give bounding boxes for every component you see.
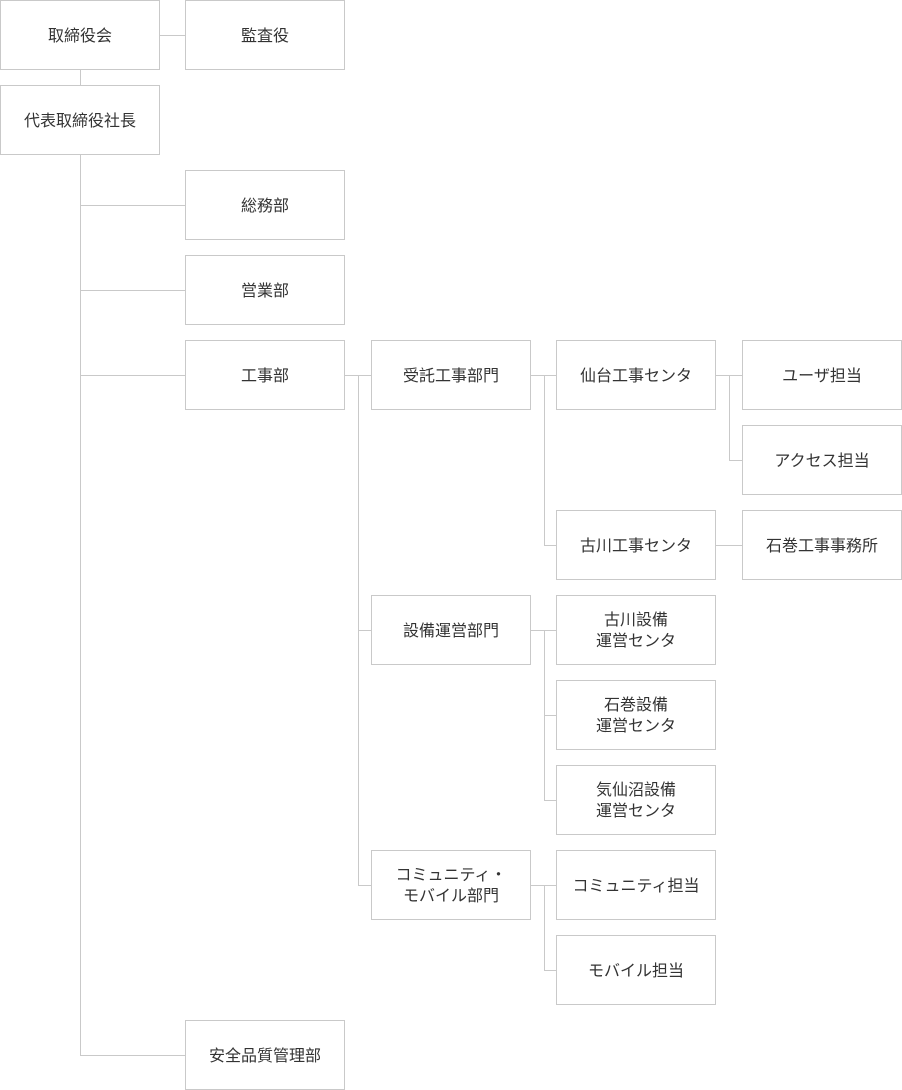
org-node-auditor[interactable]: 監査役	[185, 0, 345, 70]
org-node-sendai-center[interactable]: 仙台工事センタ	[556, 340, 716, 410]
org-node-board[interactable]: 取締役会	[0, 0, 160, 70]
org-node-ishinomaki-office[interactable]: 石巻工事事務所	[742, 510, 902, 580]
connector-line	[544, 715, 557, 716]
connector-line	[80, 1055, 186, 1056]
connector-line	[729, 460, 742, 461]
connector-line	[80, 290, 186, 291]
org-node-community-support[interactable]: コミュニティ担当	[556, 850, 716, 920]
connector-line	[80, 375, 186, 376]
connector-line	[530, 885, 557, 886]
org-node-mobile-support[interactable]: モバイル担当	[556, 935, 716, 1005]
connector-line	[729, 375, 730, 461]
org-node-furukawa-center[interactable]: 古川工事センタ	[556, 510, 716, 580]
connector-line	[544, 800, 557, 801]
connector-line	[80, 205, 186, 206]
connector-line	[358, 630, 371, 631]
connector-line	[530, 630, 557, 631]
org-node-furukawa-facility[interactable]: 古川設備 運営センタ	[556, 595, 716, 665]
connector-line	[530, 375, 557, 376]
connector-line	[544, 970, 557, 971]
connector-line	[358, 885, 371, 886]
org-node-user-support[interactable]: ユーザ担当	[742, 340, 902, 410]
connector-line	[544, 885, 545, 971]
connector-line	[544, 375, 545, 546]
org-node-safety-quality[interactable]: 安全品質管理部	[185, 1020, 345, 1090]
connector-line	[716, 545, 742, 546]
connector-line	[160, 35, 186, 36]
connector-line	[80, 69, 81, 85]
org-node-construction[interactable]: 工事部	[185, 340, 345, 410]
connector-line	[544, 545, 557, 546]
org-node-access-support[interactable]: アクセス担当	[742, 425, 902, 495]
connector-line	[80, 154, 81, 1055]
org-node-facility-operations[interactable]: 設備運営部門	[371, 595, 531, 665]
org-node-contract-construction[interactable]: 受託工事部門	[371, 340, 531, 410]
org-node-general-affairs[interactable]: 総務部	[185, 170, 345, 240]
org-node-community-mobile[interactable]: コミュニティ・ モバイル部門	[371, 850, 531, 920]
org-node-kesennuma-facility[interactable]: 気仙沼設備 運営センタ	[556, 765, 716, 835]
org-node-sales[interactable]: 営業部	[185, 255, 345, 325]
org-node-ishinomaki-facility[interactable]: 石巻設備 運営センタ	[556, 680, 716, 750]
org-node-president[interactable]: 代表取締役社長	[0, 85, 160, 155]
